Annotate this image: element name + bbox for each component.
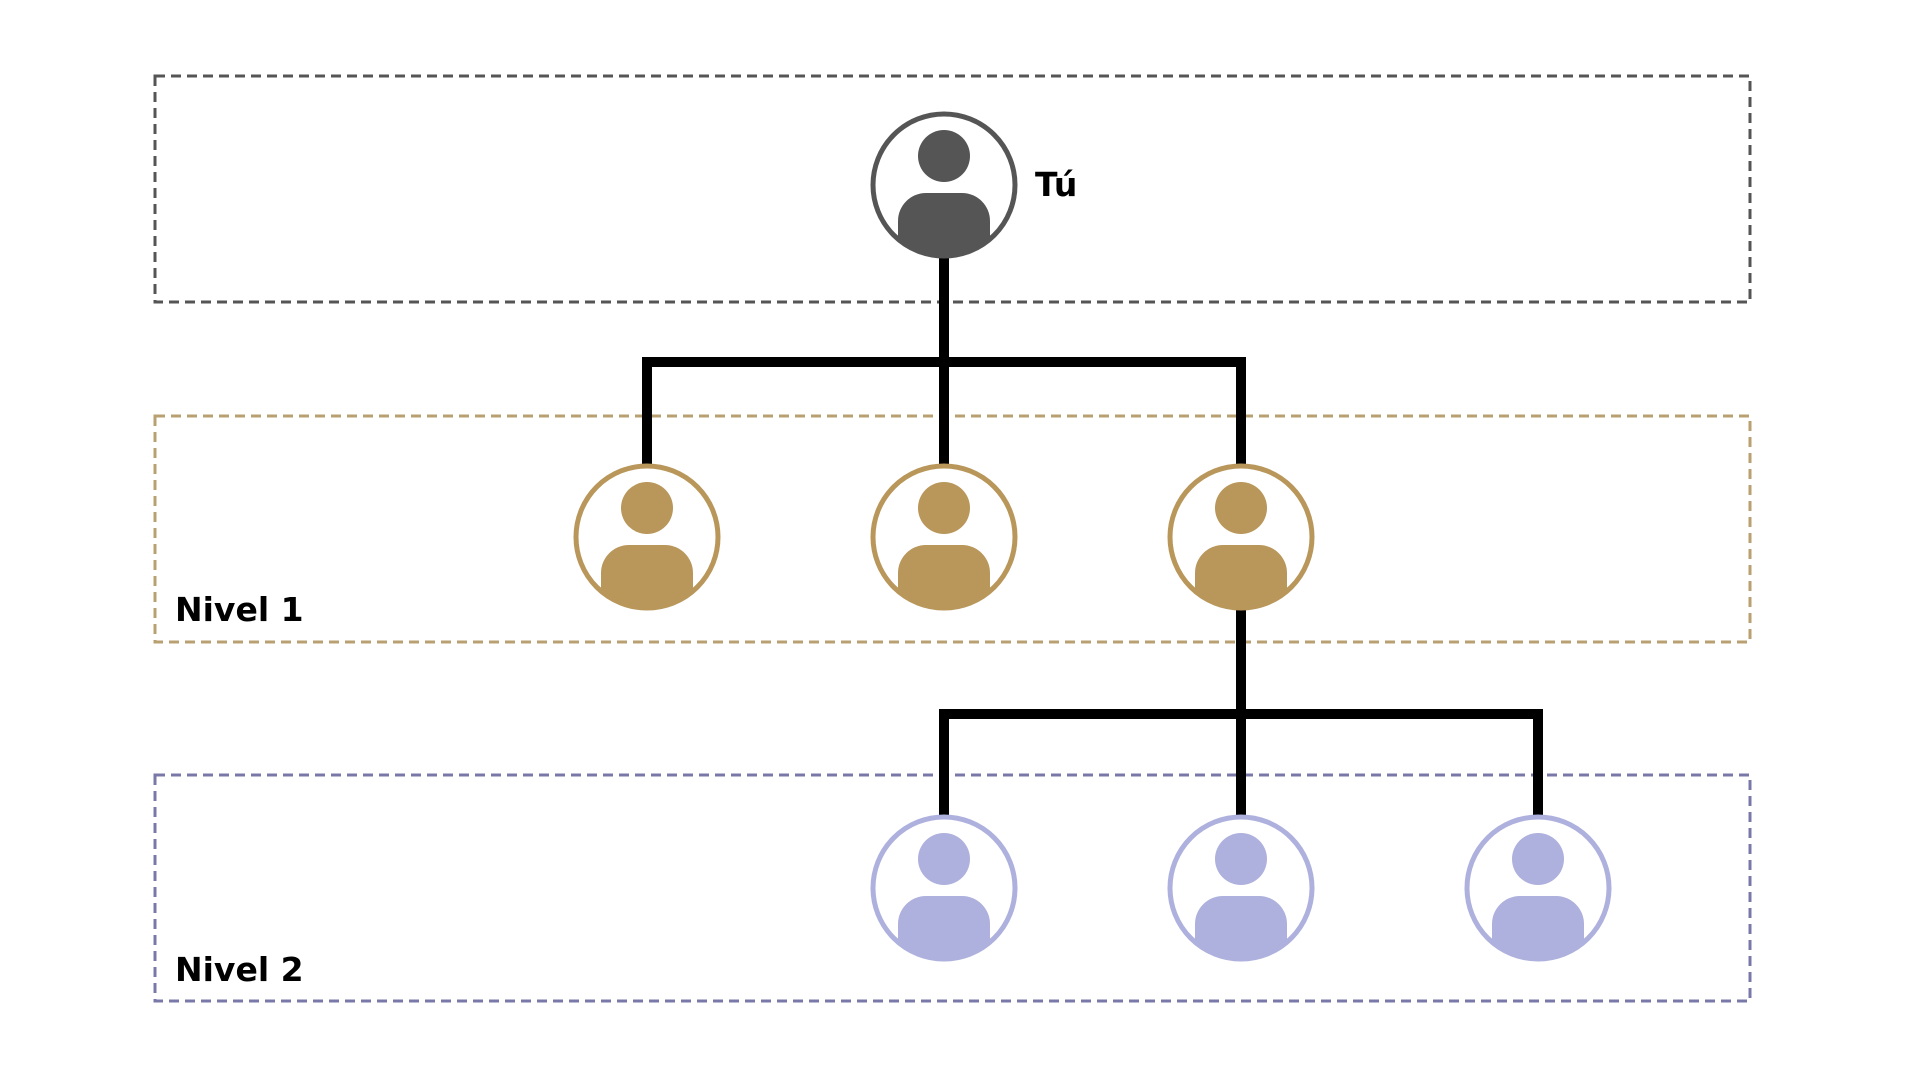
person-icon <box>1167 463 1315 611</box>
level-1-member <box>870 463 1018 611</box>
level-2-member <box>870 814 1018 962</box>
level-2-member <box>1464 814 1612 962</box>
level-2-band <box>153 773 1752 1003</box>
level-1-member <box>573 463 721 611</box>
person-icon <box>870 111 1018 259</box>
level-2-member <box>1167 814 1315 962</box>
level-1-label: Nivel 1 <box>175 590 304 629</box>
root-label: Tú <box>1035 165 1077 204</box>
level-1-member <box>1167 463 1315 611</box>
level-1-band <box>153 414 1752 644</box>
level-2-label: Nivel 2 <box>175 950 304 989</box>
person-icon <box>870 814 1018 962</box>
connectors-level-1-to-level-2 <box>939 605 1543 823</box>
root-band <box>153 74 1752 304</box>
connectors-root-to-level-1 <box>642 253 1246 470</box>
person-icon <box>573 463 721 611</box>
root-node <box>870 111 1018 259</box>
person-icon <box>1167 814 1315 962</box>
person-icon <box>1464 814 1612 962</box>
person-icon <box>870 463 1018 611</box>
